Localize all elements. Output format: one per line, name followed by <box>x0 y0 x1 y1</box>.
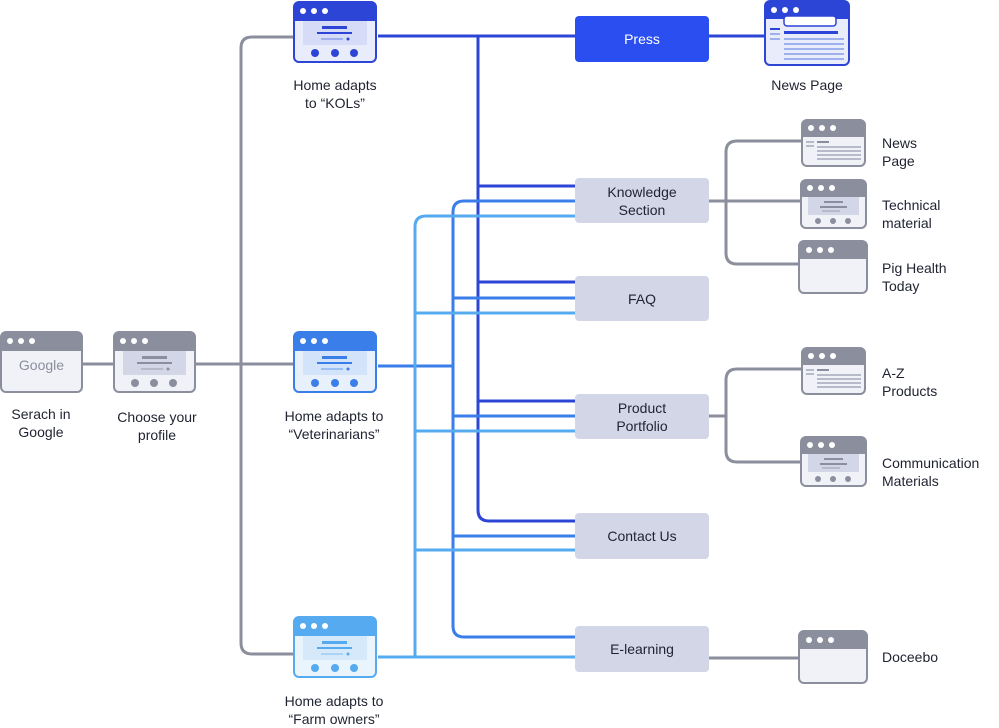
e-learning-label: E-learning <box>610 641 674 657</box>
doceebo-label: Doceebo <box>882 649 939 665</box>
home-farm-owners-label: Home adapts to“Farm owners” <box>284 693 384 727</box>
farm-connectors <box>378 214 575 659</box>
news-page-window-icon <box>801 119 866 167</box>
a-z-products-window-icon <box>801 347 866 395</box>
product-portfolio-node[interactable]: Product Portfolio <box>575 394 709 439</box>
google-search-window-icon <box>0 331 83 393</box>
knowledge-section-node[interactable]: Knowledge Section <box>575 178 709 223</box>
communication-materials-window-icon <box>800 436 867 487</box>
faq-node[interactable]: FAQ <box>575 276 709 321</box>
press-label: Press <box>624 31 660 47</box>
kol-connectors <box>378 34 765 523</box>
home-farm-owners-window-icon <box>293 616 377 678</box>
press-node[interactable]: Press <box>575 16 709 62</box>
contact-label: Contact Us <box>607 528 677 544</box>
pig-health-today-window-icon <box>798 240 868 294</box>
profile-selector-window-icon <box>113 331 196 393</box>
press-news-page-label: News Page <box>771 77 843 93</box>
e-learning-node[interactable]: E-learning <box>575 626 709 672</box>
knowledge-label-line1: Knowledge <box>607 183 677 200</box>
google-logo: Google <box>18 357 65 373</box>
home-veterinarians-window-icon <box>293 331 377 393</box>
product-label-line1: Product <box>617 399 667 416</box>
technical-material-window-icon <box>800 179 867 229</box>
doceebo-window-icon <box>798 630 868 684</box>
home-veterinarians-label: Home adapts to“Veterinarians” <box>284 408 384 442</box>
home-kols-window-icon <box>293 1 377 63</box>
gray-connectors <box>82 35 802 660</box>
vet-connectors <box>378 199 575 639</box>
faq-label: FAQ <box>627 290 656 307</box>
contact-us-node[interactable]: Contact Us <box>575 513 709 559</box>
press-news-page-window-icon <box>764 0 850 66</box>
knowledge-label-line2: Section <box>618 201 666 218</box>
product-label-line2: Portfolio <box>616 417 668 434</box>
